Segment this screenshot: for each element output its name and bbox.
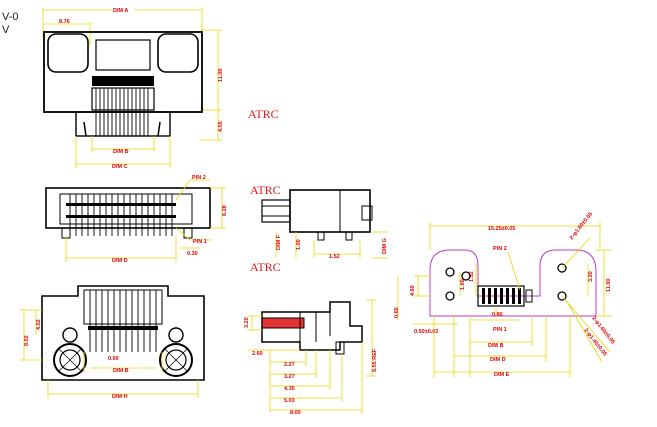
dim-e-label: DIM E	[494, 372, 510, 378]
pin2-pcb-label: PIN 2	[493, 246, 507, 252]
dim-050-label: 0.50±0.02	[414, 329, 438, 335]
pin1-top-label: PIN 1	[193, 239, 207, 245]
bottom-view: 8.02 4.02 0.60 DIM B DIM H	[20, 285, 205, 400]
dim-d-label-pcb: DIM D	[490, 357, 506, 363]
dim-460-label: 0.60	[394, 307, 400, 318]
pin1-pcb-label: PIN 1	[493, 327, 507, 333]
dim-h-label: DIM H	[112, 394, 128, 400]
dim-152-pcb-label: 1.52	[469, 271, 475, 282]
dim-330-label: 3.30	[588, 271, 594, 282]
dim-227-label: 2.27	[284, 362, 295, 368]
pcb-layout: 15.25±0.05 PIN 2 PIN 1 2-φ1.60±0.05 2-φ1…	[394, 211, 616, 378]
dim-260-label: 2.60	[252, 351, 263, 357]
section-view: 3.20 2.60 2.27 3.27 4.35 5.03 8.00 8.55 …	[244, 299, 378, 416]
page-fragment-line2: V	[2, 24, 10, 36]
dim-876-label: 8.76	[59, 19, 70, 25]
dim-b-label-bottom: DIM B	[113, 368, 129, 374]
dim-802-label: 8.02	[24, 335, 30, 346]
dim-1525-label: 15.25±0.05	[488, 226, 516, 232]
front-view: DIM A 8.76 11.00 4.55 DIM B	[42, 7, 224, 170]
dim-g-label: DIM G	[382, 238, 388, 254]
dim-060-pcb-label: 4.60	[410, 285, 416, 296]
dim-800-label: 8.00	[290, 410, 301, 416]
watermark-3: ATRC	[250, 260, 281, 274]
dim-1100-pcb-label: 11.00	[606, 279, 612, 292]
dim-402-label: 4.02	[36, 319, 42, 330]
dim-b-label-pcb: DIM B	[488, 343, 504, 349]
dim-320-label: 3.20	[244, 317, 250, 328]
dim-435-label: 4.35	[284, 386, 295, 392]
dim-060-label: 0.60	[108, 356, 119, 362]
watermark-2: ATRC	[250, 183, 281, 197]
dim-030-label: 0.30	[187, 251, 198, 257]
page-fragment-line1: V-0	[2, 11, 19, 23]
dim-a-label: DIM A	[113, 8, 128, 14]
dim-455-label: 4.55	[218, 121, 224, 132]
watermark-1: ATRC	[248, 107, 279, 121]
pin2-top-label: PIN 2	[192, 175, 206, 181]
front-teeth	[91, 76, 155, 136]
dim-855-ref-label: 8.55 REF	[372, 348, 378, 372]
dim-080-label: 0.80	[492, 312, 503, 318]
dim-b-label-front: DIM B	[113, 149, 129, 155]
dim-d-label-top: DIM D	[112, 258, 128, 264]
dim-c-label: DIM C	[112, 164, 128, 170]
dim-f-label: DIM F	[276, 234, 282, 250]
dim-100-label: 1.00	[296, 239, 302, 250]
top-view: PIN 2 PIN 1 6.28 0.30 DIM D	[45, 175, 228, 264]
dim-152-side-label: 1.52	[329, 254, 340, 260]
dim-1100-label: 11.00	[218, 69, 224, 82]
side-view: DIM F 1.00 1.52 DIM G	[261, 189, 388, 260]
dim-628-label: 6.28	[222, 205, 228, 216]
dim-327-label: 3.27	[284, 374, 295, 380]
dim-160-label: 1.60	[460, 279, 466, 290]
dim-503-label: 5.03	[284, 398, 295, 404]
